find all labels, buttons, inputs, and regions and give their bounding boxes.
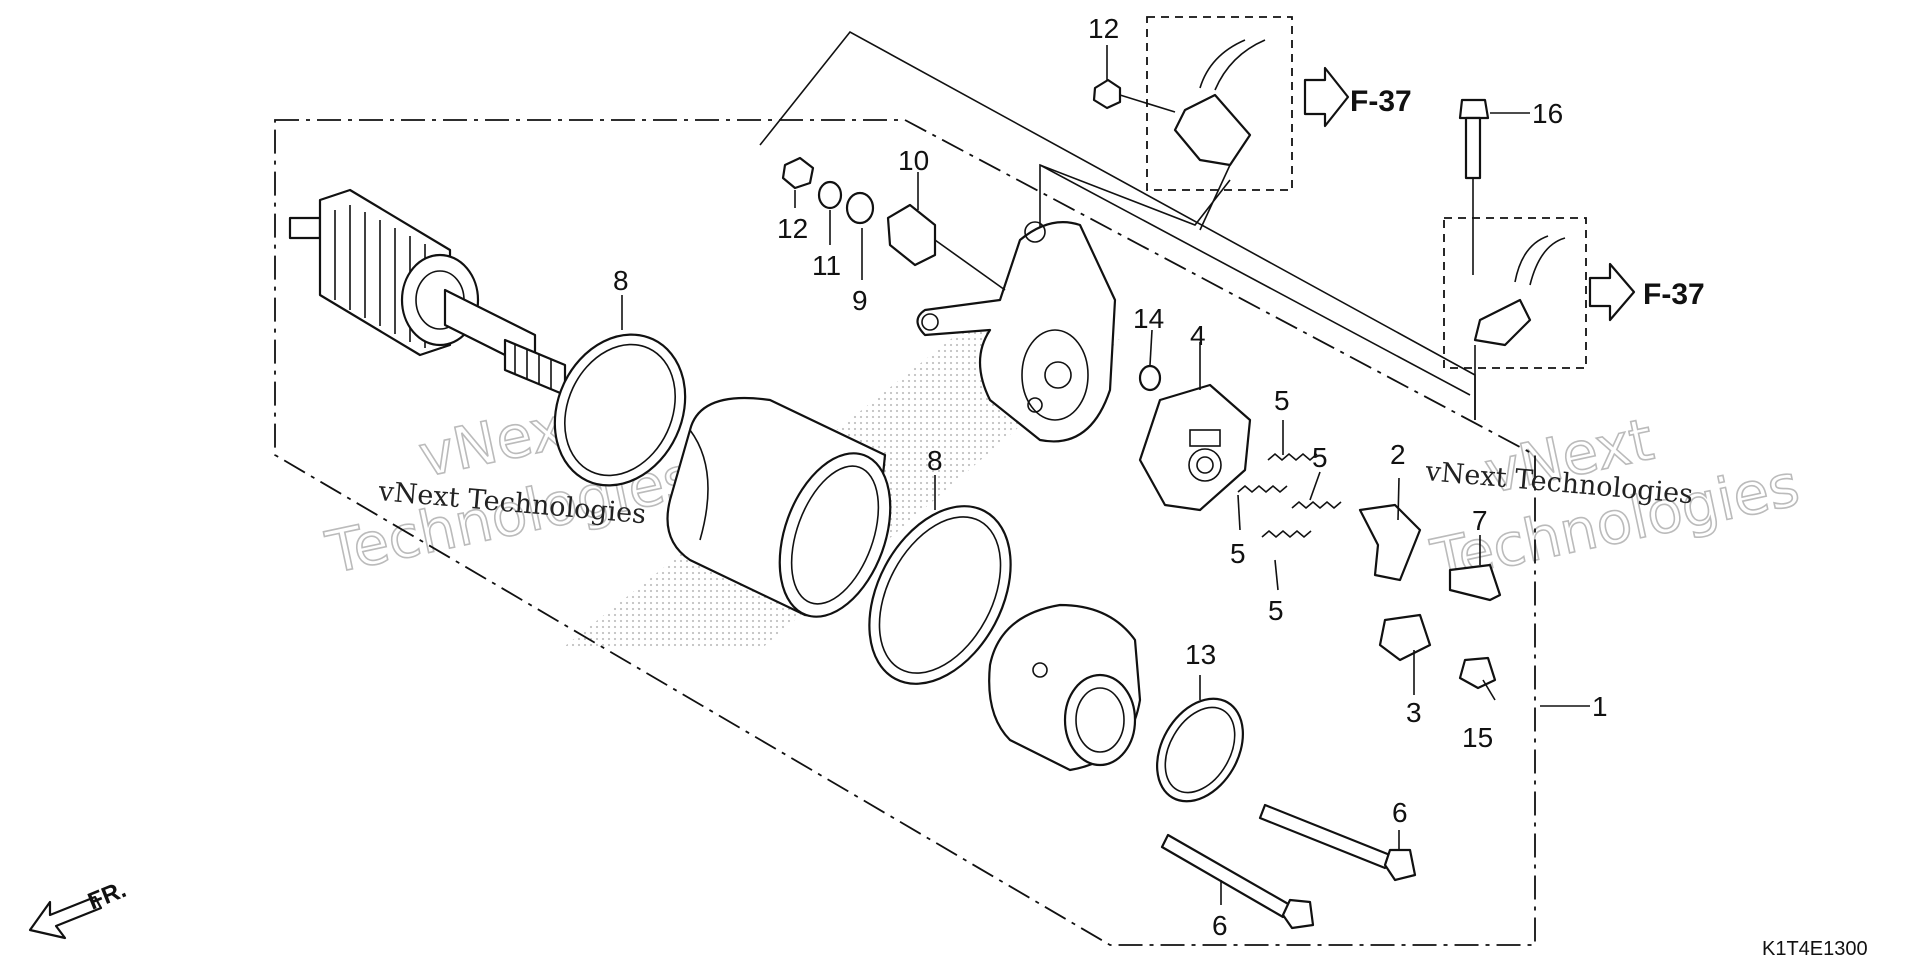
ref-box-right (1443, 217, 1587, 369)
ring-terminal-top (1173, 93, 1252, 167)
callout-5d: 5 (1268, 595, 1284, 626)
motor-case (666, 396, 892, 618)
bracket-terminal (1039, 163, 1231, 230)
bolt-6-upper (1258, 803, 1417, 882)
ref-label-right: F-37 (1643, 278, 1705, 311)
callout-12a: 12 (777, 213, 808, 244)
ref-arrow-right-icon (1588, 262, 1636, 322)
cable-top (1199, 39, 1266, 91)
brush-terminal-2 (1358, 503, 1422, 582)
callout-2: 2 (1390, 439, 1406, 470)
nut-12-lower (781, 156, 815, 190)
insulator-9 (845, 191, 875, 225)
o-ring-center (868, 505, 1012, 685)
washer-11 (817, 180, 843, 210)
ring-terminal-right (1473, 298, 1532, 347)
bolt-6-lower (1160, 833, 1315, 930)
callout-9: 9 (852, 285, 868, 316)
springs (1237, 452, 1342, 539)
callout-1: 1 (1592, 691, 1608, 722)
nut-12-upper (1092, 78, 1122, 110)
callout-11: 11 (812, 250, 841, 281)
o-ring-left (553, 333, 687, 487)
terminal-10 (886, 203, 937, 267)
callout-16: 16 (1532, 98, 1563, 129)
callout-12b: 12 (1088, 13, 1119, 44)
assembly-outline (274, 119, 1536, 946)
bolt-16 (1458, 98, 1490, 275)
brush-3 (1378, 613, 1432, 662)
ref-box-top (1146, 16, 1293, 191)
callout-10: 10 (898, 145, 929, 176)
callout-8a: 8 (613, 265, 629, 296)
callout-4: 4 (1190, 320, 1206, 351)
front-cover (916, 221, 1117, 443)
bracket-mid (1039, 164, 1471, 396)
callout-5c: 5 (1230, 538, 1246, 569)
callout-14: 14 (1133, 303, 1164, 334)
diagram-code: K1T4E1300 (1762, 938, 1868, 960)
callout-6b: 6 (1212, 910, 1228, 941)
brush-holder (1138, 383, 1252, 512)
washer-14 (1138, 364, 1162, 392)
cable-right (1514, 235, 1566, 286)
ref-label-top: F-37 (1350, 85, 1412, 118)
front-direction-arrow-icon (28, 895, 103, 940)
callout-8b: 8 (927, 445, 943, 476)
callouts: 1 2 3 4 5 5 5 5 6 6 7 8 8 9 10 11 12 12 … (613, 13, 1608, 941)
callout-7: 7 (1472, 505, 1488, 536)
front-direction-label: FR. (84, 876, 130, 916)
callout-5a: 5 (1274, 385, 1290, 416)
leader-lines (621, 45, 1590, 905)
o-ring-13 (1156, 697, 1244, 803)
armature (288, 188, 567, 397)
callout-6a: 6 (1392, 797, 1408, 828)
screw-7 (1448, 563, 1502, 602)
callout-15: 15 (1462, 722, 1493, 753)
rear-cover (988, 603, 1142, 772)
callout-13: 13 (1185, 639, 1216, 670)
ref-arrow-top-icon (1303, 66, 1350, 128)
callout-5b: 5 (1312, 442, 1328, 473)
callout-3: 3 (1406, 697, 1422, 728)
screw-15 (1458, 656, 1497, 690)
